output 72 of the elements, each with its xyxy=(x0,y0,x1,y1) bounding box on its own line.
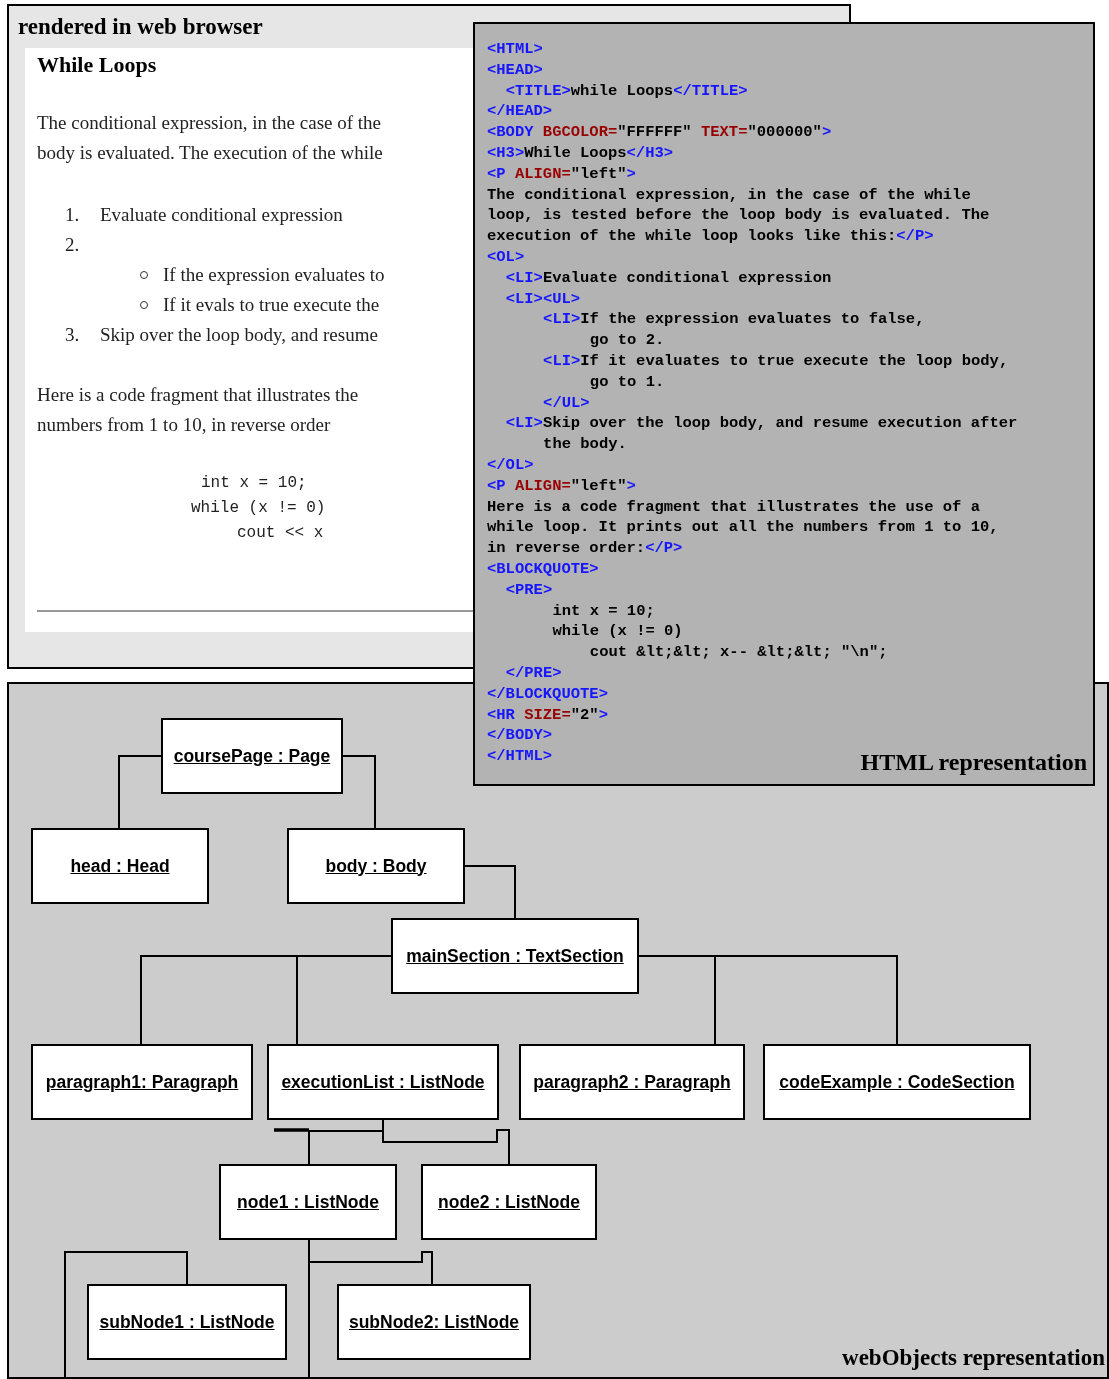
code-line: </UL> xyxy=(543,393,590,413)
list-number: 1. xyxy=(65,204,80,226)
connector-line xyxy=(382,1119,510,1165)
code-line: </BLOCKQUOTE> xyxy=(487,684,608,704)
code-line: go to 2. xyxy=(589,331,665,351)
code-line: </HTML> xyxy=(487,747,553,767)
list-item-text: Evaluate conditional expression xyxy=(100,204,343,226)
paragraph-text: numbers from 1 to 10, in reverse order xyxy=(37,414,331,436)
code-line: the body. xyxy=(543,435,627,455)
connector-line xyxy=(342,755,376,829)
code-line: <LI>If the expression evaluates to false, xyxy=(543,310,925,330)
code-line: <PRE> xyxy=(505,580,553,600)
code-line: </PRE> xyxy=(505,664,562,683)
code-line: <P ALIGN="left"> xyxy=(487,476,636,496)
code-line: cout << x xyxy=(237,523,324,544)
object-label: subNode1 : ListNode xyxy=(99,1311,275,1333)
code-line: <TITLE>while Loops</TITLE> xyxy=(505,81,748,101)
object-label: body : Body xyxy=(325,855,427,877)
object-label: subNode2: ListNode xyxy=(348,1311,520,1333)
code-line: int x = 10; xyxy=(201,473,307,494)
connector-line xyxy=(638,955,898,1045)
code-line: </OL> xyxy=(487,456,534,475)
code-line: <BODY BGCOLOR="FFFFFF" TEXT="000000"> xyxy=(487,123,832,143)
panel-title: HTML representation xyxy=(860,749,1087,776)
code-line: <H3>While Loops</H3> xyxy=(487,144,674,163)
object-label: executionList : ListNode xyxy=(281,1071,485,1093)
code-line: <LI><UL> xyxy=(505,289,581,309)
list-number: 3. xyxy=(65,324,80,346)
object-label: paragraph1: Paragraph xyxy=(45,1071,239,1093)
object-label: paragraph2 : Paragraph xyxy=(533,1071,731,1093)
object-label: coursePage : Page xyxy=(173,745,331,767)
code-line: Here is a code fragment that illustrates the use of a xyxy=(487,497,980,517)
connector-line xyxy=(464,865,516,919)
paragraph-text: Here is a code fragment that illustrates the xyxy=(37,384,359,406)
list-number: 2. xyxy=(65,234,80,256)
code-line: loop, is tested before the loop body is evaluated. The xyxy=(487,206,990,226)
code-line: <LI>If it evaluates to true execute the loop body, xyxy=(543,352,1009,371)
object-label: codeExample : CodeSection xyxy=(779,1071,1015,1093)
code-line: <P ALIGN="left"> xyxy=(487,164,636,184)
code-line: int x = 10; xyxy=(552,601,655,621)
code-line: </BODY> xyxy=(487,726,553,746)
code-line: execution of the while loop looks like this:</P> xyxy=(487,227,934,247)
object-label: mainSection : TextSection xyxy=(406,945,624,967)
paragraph-text: body is evaluated. The execution of the while xyxy=(37,142,383,164)
code-line: <HR SIZE="2"> xyxy=(487,705,608,725)
code-line: cout &lt;&lt; x-- &lt;&lt; "\n"; xyxy=(589,643,888,663)
code-line: The conditional expression, in the case of the while xyxy=(487,185,971,205)
code-line: while (x != 0) xyxy=(191,498,326,519)
connector-line xyxy=(296,955,392,1045)
panel-title: webObjects representation xyxy=(842,1345,1105,1371)
object-label: head : Head xyxy=(70,855,170,877)
code-line: <HEAD> xyxy=(487,60,543,80)
code-line: go to 1. xyxy=(589,372,665,392)
code-line: <LI>Skip over the loop body, and resume execution after xyxy=(505,414,1018,434)
code-line: <BLOCKQUOTE> xyxy=(487,560,599,579)
code-line: while (x != 0) xyxy=(552,622,683,642)
list-item-text: If the expression evaluates to xyxy=(163,264,385,286)
paragraph-text: The conditional expression, in the case of the xyxy=(37,112,381,134)
list-item-text: Skip over the loop body, and resume xyxy=(100,324,378,346)
connector-line xyxy=(64,1251,188,1377)
code-line: while loop. It prints out all the numbers from 1 to 10, xyxy=(487,518,999,538)
list-item-text: If it evals to true execute the xyxy=(163,294,380,316)
object-label: node1 : ListNode xyxy=(237,1191,379,1213)
code-line: <LI>Evaluate conditional expression xyxy=(505,268,832,288)
object-label: node2 : ListNode xyxy=(438,1191,580,1213)
code-line: in reverse order:</P> xyxy=(487,539,683,559)
code-line: <HTML> xyxy=(487,40,543,59)
page-heading: While Loops xyxy=(37,54,157,76)
code-line: </HEAD> xyxy=(487,102,553,122)
connector-line xyxy=(118,755,162,829)
panel-title: rendered in web browser xyxy=(18,14,263,40)
code-line: <OL> xyxy=(487,248,525,267)
